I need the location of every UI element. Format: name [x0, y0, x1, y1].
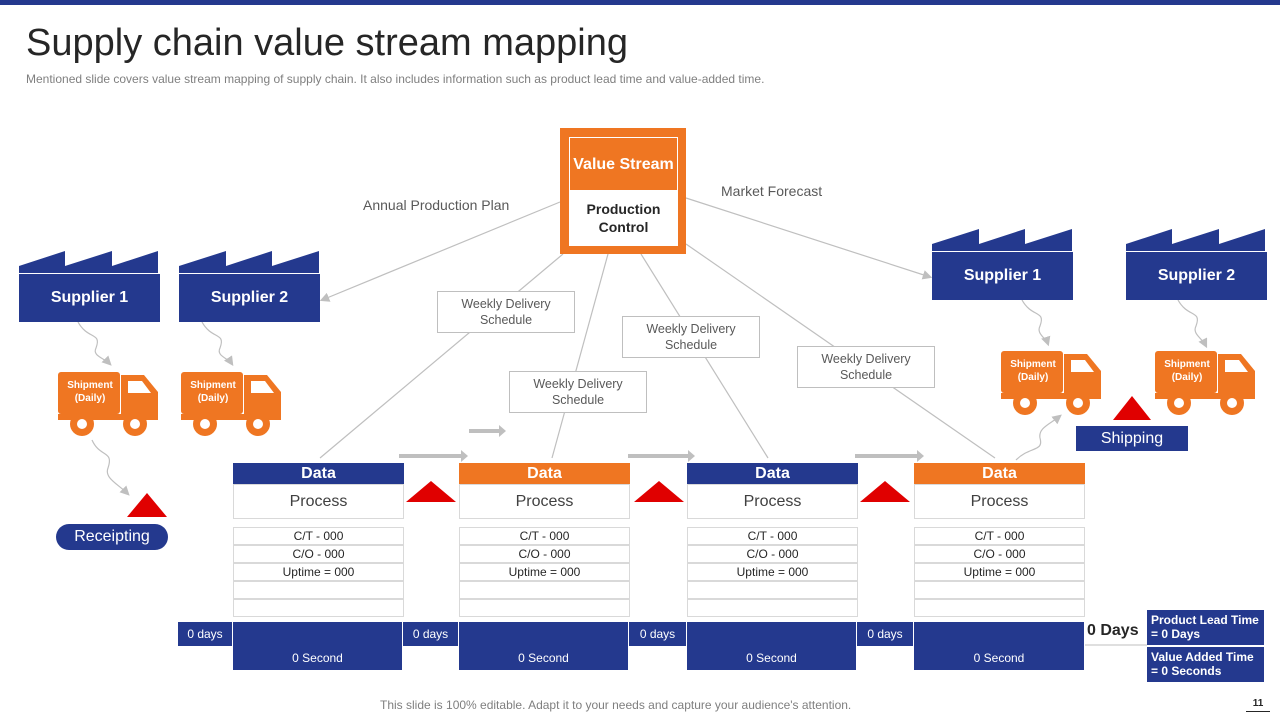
process-metric-co: C/O - 000	[233, 545, 404, 563]
supplier-squiggle-3	[1021, 299, 1051, 347]
process-metric-co: C/O - 000	[914, 545, 1085, 563]
process-metric-ct: C/T - 000	[459, 527, 630, 545]
factory-roof-icon	[1126, 229, 1265, 251]
market-forecast-arrow	[685, 197, 933, 280]
shipment-label: Shipment (Daily)	[190, 380, 236, 404]
factory-roofs	[19, 229, 1265, 273]
weekly-schedule-box: Weekly Delivery Schedule	[797, 346, 935, 388]
inventory-triangle-icon	[860, 481, 910, 502]
product-lead-time: Product Lead Time = 0 Days	[1147, 610, 1264, 645]
production-control-border	[569, 137, 678, 246]
market-forecast-label: Market Forecast	[721, 183, 823, 199]
timeline-days: 0 days	[857, 622, 913, 646]
supplier-squiggle-1	[77, 321, 112, 366]
annual-plan-arrow	[319, 201, 561, 302]
process-metric-empty	[687, 599, 858, 617]
push-arrows	[399, 425, 924, 462]
timeline-seconds: 0 Second	[233, 646, 402, 670]
weekly-schedule-box: Weekly Delivery Schedule	[437, 291, 575, 333]
annual-plan-label: Annual Production Plan	[363, 197, 510, 213]
process-name: Process	[233, 484, 404, 519]
timeline-seconds: 0 Second	[687, 646, 856, 670]
supplier-right-1: Supplier 1	[932, 252, 1073, 300]
shipping-squiggle	[1015, 414, 1062, 461]
inventory-triangles	[127, 396, 1151, 517]
factory-roof-icon	[19, 251, 158, 273]
page-number: 11	[1246, 698, 1270, 712]
process-metric-ct: C/T - 000	[914, 527, 1085, 545]
shipment-label: Shipment (Daily)	[1010, 359, 1056, 383]
timeline-process-bar	[233, 622, 402, 646]
truck-icon	[181, 372, 281, 436]
truck-icon	[58, 372, 158, 436]
page-subtitle: Mentioned slide covers value stream mapp…	[26, 72, 765, 86]
timeline-process-bar	[459, 622, 628, 646]
schedule-line-1	[319, 253, 564, 459]
process-name: Process	[459, 484, 630, 519]
value-added-time: Value Added Time = 0 Seconds	[1147, 647, 1264, 682]
value-stream-label: Value Stream	[570, 138, 677, 190]
process-data-header: Data	[233, 463, 404, 485]
supplier-left-2: Supplier 2	[179, 274, 320, 322]
truck-icon	[1155, 351, 1255, 415]
inventory-triangle-icon	[634, 481, 684, 502]
receipt-squiggle	[91, 439, 130, 496]
process-metric-empty	[233, 599, 404, 617]
process-metric-ct: C/T - 000	[233, 527, 404, 545]
inventory-triangle-icon	[127, 493, 167, 517]
shipment-label: Shipment (Daily)	[67, 380, 113, 404]
process-metric-co: C/O - 000	[687, 545, 858, 563]
receipting-badge: Receipting	[56, 524, 168, 550]
timeline-days: 0 days	[629, 622, 686, 646]
top-accent-bar	[0, 0, 1280, 5]
truck-icon	[1001, 351, 1101, 415]
production-control-label: Production Control	[570, 190, 677, 245]
footer-note: This slide is 100% editable. Adapt it to…	[380, 698, 852, 712]
process-data-header: Data	[687, 463, 858, 485]
page-title: Supply chain value stream mapping	[26, 22, 629, 64]
shipment-label: Shipment (Daily)	[1164, 359, 1210, 383]
process-metric-ct: C/T - 000	[687, 527, 858, 545]
weekly-schedule-box: Weekly Delivery Schedule	[509, 371, 647, 413]
supplier-right-2: Supplier 2	[1126, 252, 1267, 300]
factory-roof-icon	[179, 251, 319, 273]
timeline-seconds: 0 Second	[459, 646, 628, 670]
process-metric-uptime: Uptime = 000	[687, 563, 858, 581]
total-days: 0 Days	[1087, 622, 1139, 639]
process-name: Process	[914, 484, 1085, 519]
process-metric-uptime: Uptime = 000	[459, 563, 630, 581]
shipping-badge: Shipping	[1076, 426, 1188, 451]
factory-roof-icon	[932, 229, 1072, 251]
process-metric-empty	[233, 581, 404, 599]
inventory-triangle-icon	[406, 481, 456, 502]
timeline-days: 0 days	[403, 622, 458, 646]
process-metric-empty	[914, 599, 1085, 617]
timeline-seconds: 0 Second	[914, 646, 1084, 670]
timeline-process-bar	[687, 622, 856, 646]
supplier-left-1: Supplier 1	[19, 274, 160, 322]
process-name: Process	[687, 484, 858, 519]
process-data-header: Data	[459, 463, 630, 485]
process-metric-empty	[914, 581, 1085, 599]
process-metric-co: C/O - 000	[459, 545, 630, 563]
schedule-line-2	[551, 253, 609, 459]
process-metric-empty	[687, 581, 858, 599]
timeline-process-bar	[914, 622, 1084, 646]
process-metric-uptime: Uptime = 000	[233, 563, 404, 581]
supplier-squiggle-2	[201, 321, 234, 366]
process-data-header: Data	[914, 463, 1085, 485]
weekly-schedule-box: Weekly Delivery Schedule	[622, 316, 760, 358]
trucks	[58, 351, 1255, 436]
inventory-triangle-icon	[1113, 396, 1151, 420]
process-metric-empty	[459, 581, 630, 599]
supplier-squiggle-4	[1177, 299, 1208, 349]
timeline-days: 0 days	[178, 622, 232, 646]
process-metric-uptime: Uptime = 000	[914, 563, 1085, 581]
process-metric-empty	[459, 599, 630, 617]
